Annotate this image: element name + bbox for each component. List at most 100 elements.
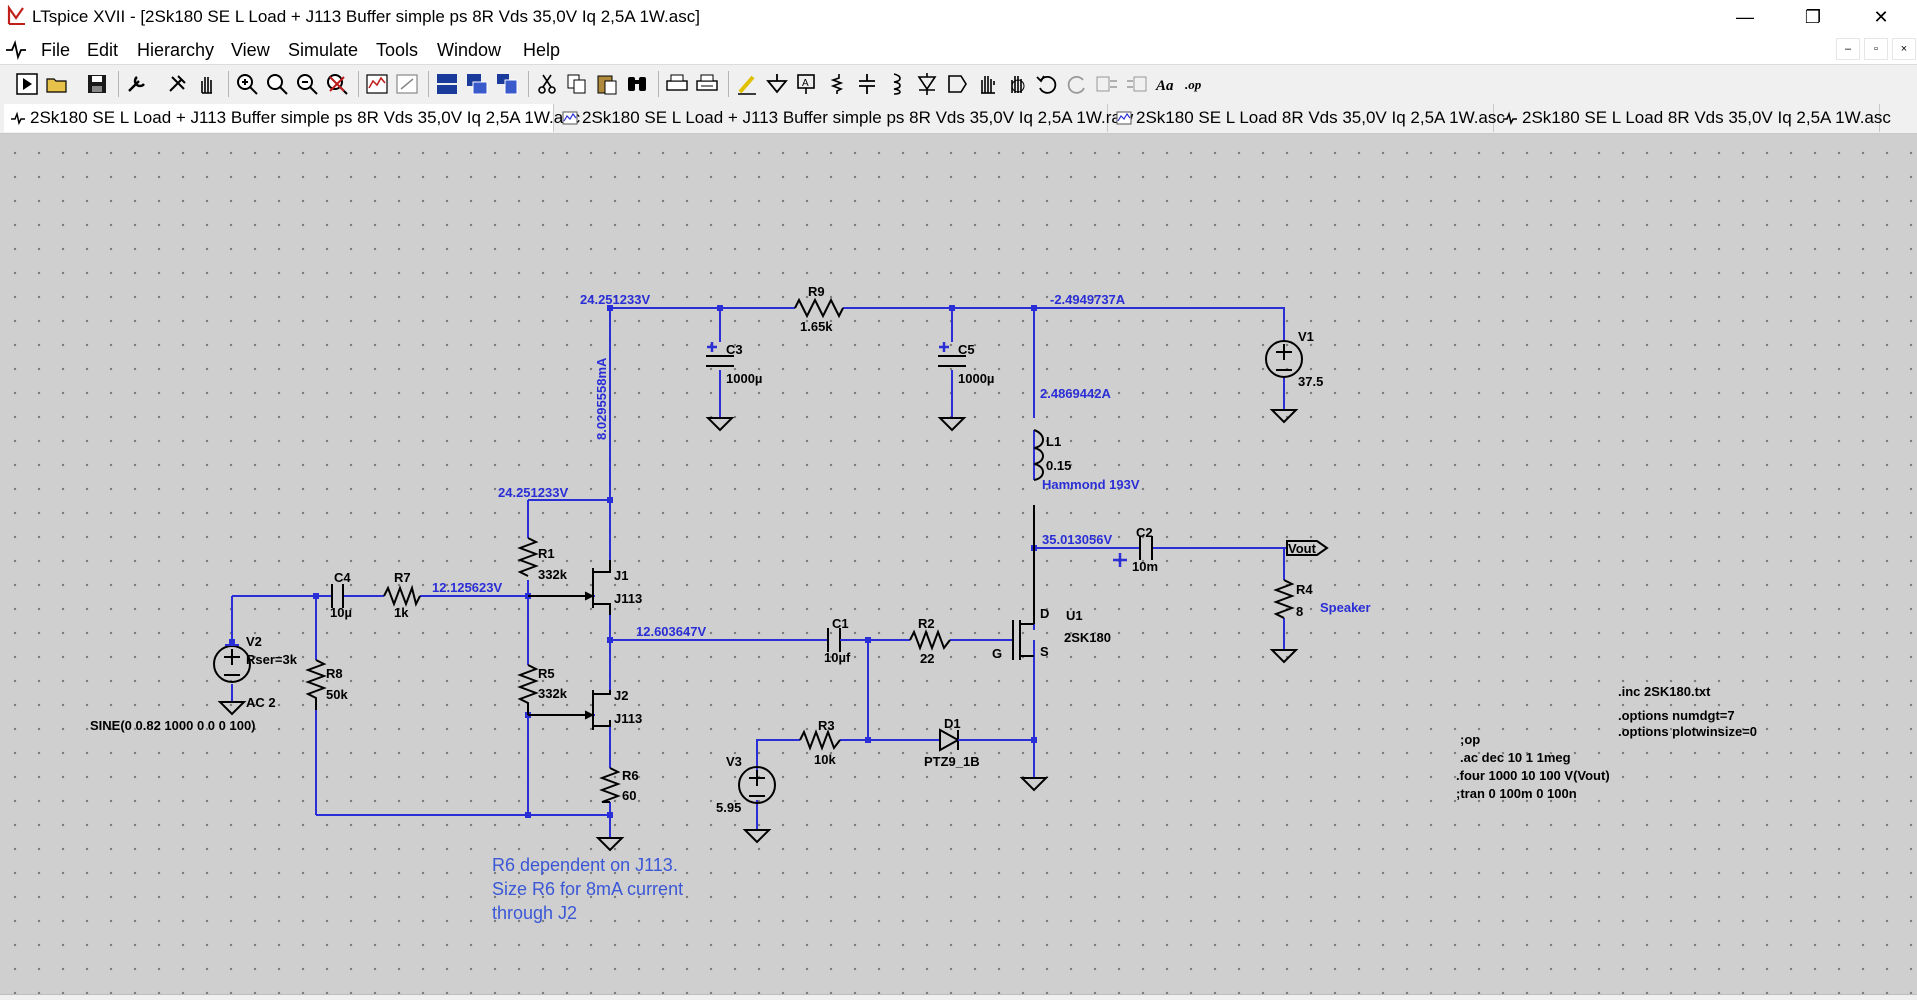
- open-icon[interactable]: [44, 71, 70, 97]
- tile-vertical-icon[interactable]: [494, 71, 520, 97]
- print-preview-icon[interactable]: [694, 71, 720, 97]
- menu-help[interactable]: Help: [523, 40, 561, 60]
- text-icon[interactable]: Aa: [1154, 71, 1180, 97]
- ground-symbol: [595, 837, 625, 852]
- undo-icon[interactable]: [1034, 71, 1060, 97]
- schematic-comment[interactable]: R6 dependent on J113. Size R6 for 8mA cu…: [492, 855, 683, 923]
- menu-file[interactable]: File: [41, 40, 71, 60]
- directive-ac[interactable]: .ac dec 10 1 1meg: [1460, 750, 1571, 765]
- r3-resistor[interactable]: [799, 729, 841, 751]
- rotate-icon[interactable]: [1094, 71, 1120, 97]
- tab-raw-waveform[interactable]: 2Sk180 SE L Load + J113 Buffer simple ps…: [556, 104, 1133, 132]
- node-j1-current: 8.0295558mA: [594, 357, 609, 440]
- r8-resistor[interactable]: [305, 659, 327, 710]
- minimize-button[interactable]: —: [1736, 7, 1754, 27]
- directive-numdgt[interactable]: .options numdgt=7: [1618, 708, 1735, 723]
- mdi-minimize-button[interactable]: –: [1836, 38, 1860, 60]
- r5-resistor[interactable]: [517, 664, 539, 715]
- directive-tran[interactable]: ;tran 0 100m 0 100n: [1456, 786, 1577, 801]
- mirror-icon[interactable]: [1124, 71, 1150, 97]
- comment-line-3: through J2: [492, 903, 577, 923]
- v1-source[interactable]: [1265, 340, 1303, 378]
- menu-simulate[interactable]: Simulate: [288, 40, 359, 60]
- toolbar-separator: [658, 71, 659, 97]
- tab-load-schematic[interactable]: 2Sk180 SE L Load 8R Vds 35,0V Iq 2,5A 1W…: [1496, 104, 1891, 132]
- move-icon[interactable]: [974, 71, 1000, 97]
- r2-resistor[interactable]: [909, 629, 951, 651]
- r9-resistor[interactable]: [794, 297, 844, 319]
- print-icon[interactable]: [664, 71, 690, 97]
- copy-icon[interactable]: [564, 71, 590, 97]
- v3-source[interactable]: [738, 766, 776, 804]
- zoom-in-icon[interactable]: [234, 71, 260, 97]
- schematic-canvas[interactable]: 24.251233V -2.4949737A 8.0295558mA 2.486…: [0, 134, 1917, 994]
- zoom-cancel-icon[interactable]: [324, 71, 350, 97]
- j2-value: J113: [614, 711, 642, 726]
- c2-capacitor[interactable]: [1139, 536, 1153, 560]
- j2-jfet[interactable]: [528, 690, 611, 730]
- halt-icon[interactable]: [164, 71, 190, 97]
- directive-inc[interactable]: .inc 2SK180.txt: [1618, 684, 1711, 699]
- tab-load-waveform[interactable]: 2Sk180 SE L Load 8R Vds 35,0V Iq 2,5A 1W…: [1110, 104, 1505, 132]
- zoom-area-icon[interactable]: [264, 71, 290, 97]
- v2-source[interactable]: [213, 644, 251, 683]
- vout-port[interactable]: [1286, 540, 1329, 556]
- c5-capacitor[interactable]: [938, 342, 966, 367]
- zoom-out-icon[interactable]: [294, 71, 320, 97]
- menu-tools[interactable]: Tools: [376, 40, 419, 60]
- cascade-icon[interactable]: [464, 71, 490, 97]
- autorange-icon[interactable]: [364, 71, 390, 97]
- menu-edit[interactable]: Edit: [87, 40, 119, 60]
- run-icon[interactable]: [14, 71, 40, 97]
- r9-value: 1.65k: [800, 319, 833, 334]
- redo-icon[interactable]: [1064, 71, 1090, 97]
- directive-plotwinsize[interactable]: .options plotwinsize=0: [1618, 724, 1757, 739]
- ground-icon[interactable]: [764, 71, 790, 97]
- menu-view[interactable]: View: [231, 40, 270, 60]
- menu-hierarchy[interactable]: Hierarchy: [137, 40, 215, 60]
- label-net-icon[interactable]: A: [794, 71, 820, 97]
- u1-mosfet[interactable]: [1012, 505, 1035, 660]
- node-r9-current: -2.4949737A: [1050, 292, 1126, 307]
- draw-wire-icon[interactable]: [734, 71, 760, 97]
- d1-name: D1: [944, 716, 961, 731]
- mdi-close-button[interactable]: ×: [1892, 38, 1916, 60]
- close-button[interactable]: ✕: [1873, 7, 1889, 27]
- control-panel-icon[interactable]: [124, 71, 150, 97]
- tab-label: 2Sk180 SE L Load + J113 Buffer simple ps…: [30, 108, 581, 127]
- r7-resistor[interactable]: [383, 584, 421, 607]
- spice-directive-icon[interactable]: .op: [1184, 71, 1210, 97]
- inductor-icon[interactable]: [884, 71, 910, 97]
- directive-op[interactable]: ;op: [1460, 732, 1480, 747]
- c3-capacitor[interactable]: [706, 342, 734, 367]
- dc-op-icon[interactable]: [394, 71, 420, 97]
- r1-resistor[interactable]: [517, 537, 539, 577]
- find-icon[interactable]: [624, 71, 650, 97]
- r4-resistor[interactable]: [1273, 579, 1295, 619]
- mdi-restore-button[interactable]: ▫: [1864, 38, 1888, 60]
- maximize-button[interactable]: ❐: [1804, 7, 1822, 27]
- tab-label: 2Sk180 SE L Load 8R Vds 35,0V Iq 2,5A 1W…: [1522, 108, 1891, 127]
- save-icon[interactable]: [84, 71, 110, 97]
- component-icon[interactable]: [944, 71, 970, 97]
- j1-jfet[interactable]: [528, 560, 611, 615]
- drag-icon[interactable]: [1004, 71, 1030, 97]
- node-labels: 24.251233V -2.4949737A 8.0295558mA 2.486…: [432, 292, 1317, 639]
- capacitor-icon[interactable]: [854, 71, 880, 97]
- tile-horizontal-icon[interactable]: [434, 71, 460, 97]
- diode-icon[interactable]: [914, 71, 940, 97]
- node-drain-voltage: 35.013056V: [1042, 532, 1112, 547]
- r6-resistor[interactable]: [599, 767, 621, 803]
- cut-icon[interactable]: [534, 71, 560, 97]
- tab-schematic-main[interactable]: 2Sk180 SE L Load + J113 Buffer simple ps…: [4, 104, 580, 132]
- directive-four[interactable]: .four 1000 10 100 V(Vout): [1456, 768, 1610, 783]
- l1-inductor[interactable]: [1033, 429, 1044, 481]
- c4-capacitor[interactable]: [331, 584, 344, 608]
- resistor-icon[interactable]: [824, 71, 850, 97]
- paste-icon[interactable]: [594, 71, 620, 97]
- c1-capacitor[interactable]: [827, 628, 841, 652]
- pan-icon[interactable]: [194, 71, 220, 97]
- l1-note: Hammond 193V: [1042, 477, 1140, 492]
- d1-diode[interactable]: [939, 728, 965, 752]
- menu-window[interactable]: Window: [437, 40, 502, 60]
